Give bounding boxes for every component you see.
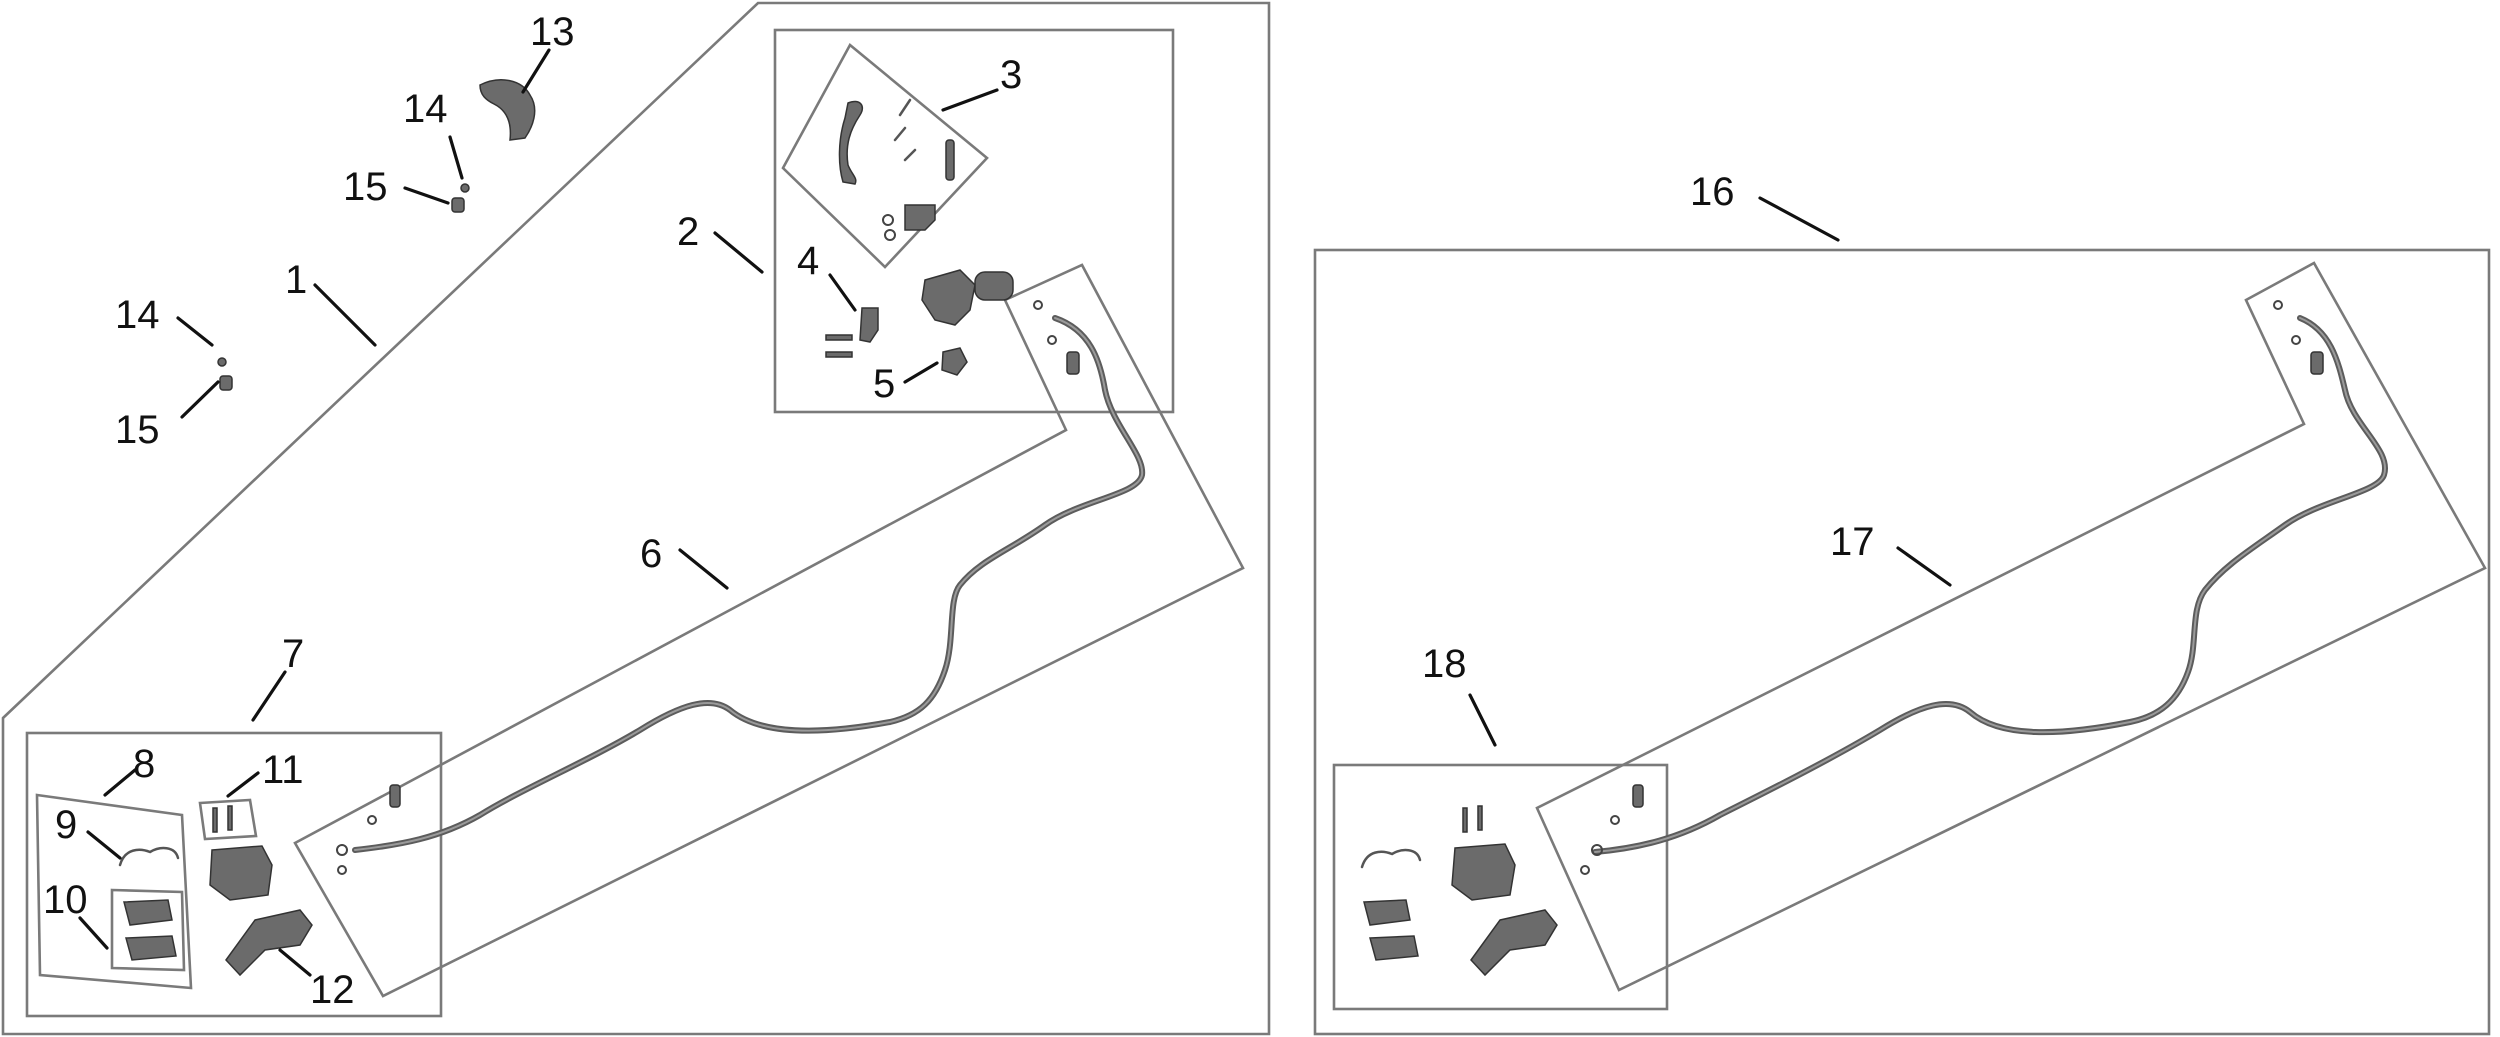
frame-caliper-18: [1332, 763, 1669, 1011]
brake-hoses: [352, 315, 2389, 855]
callout-15a: 15: [343, 165, 388, 209]
callout-6: 6: [640, 532, 662, 576]
part-14-ring-icon: [460, 183, 470, 193]
leader-11: [226, 771, 260, 798]
leader-4: [828, 273, 857, 312]
callout-14a: 14: [403, 87, 448, 131]
frame-assembly-1: [1, 1, 1271, 1036]
frame-master-cylinder-2: [773, 28, 1175, 414]
leader-lines: [78, 48, 1952, 977]
leader-2: [713, 231, 764, 274]
part-10-pad-icon: [123, 899, 173, 926]
frame-lever-kit-3: [781, 42, 989, 269]
leader-1: [313, 283, 377, 347]
leader-15b: [180, 380, 220, 419]
callout-14b: 14: [115, 293, 160, 337]
callout-13: 13: [530, 10, 575, 54]
part-15-screw-icon: [451, 197, 465, 213]
callout-1: 1: [285, 258, 307, 302]
leader-5: [903, 361, 939, 384]
leader-10: [78, 916, 109, 950]
leader-9: [86, 830, 122, 860]
part-caliper-body-icon: [209, 845, 273, 901]
leader-16: [1758, 196, 1840, 242]
frame-caliper-7: [25, 731, 443, 1018]
part-12-bracket-icon: [225, 909, 313, 977]
callout-9: 9: [55, 803, 77, 847]
leader-18: [1468, 693, 1497, 747]
leader-15a: [403, 186, 450, 205]
callout-8: 8: [133, 742, 155, 786]
leader-6: [678, 548, 729, 590]
part-2-reservoir-cap-icon: [974, 271, 1014, 301]
brake-hose-left: [352, 315, 1146, 853]
part-3-clamp-icon: [904, 204, 936, 231]
leader-14b: [176, 316, 214, 347]
callout-7: 7: [282, 632, 304, 676]
frame-hose-17: [1535, 261, 2487, 992]
leader-13: [521, 48, 551, 94]
parts: [118, 79, 2324, 977]
part-10-pad-b-icon: [125, 935, 177, 961]
frame-hose-6: [293, 263, 1245, 998]
callout-3: 3: [1000, 53, 1022, 97]
part-14b-ring-icon: [217, 357, 227, 367]
part-9-spring-clip-icon: [118, 846, 180, 867]
callout-11: 11: [262, 748, 304, 792]
callout-2: 2: [677, 210, 699, 254]
callout-17: 17: [1830, 520, 1875, 564]
part-5-boot-icon: [941, 347, 968, 376]
leader-17: [1896, 546, 1952, 587]
leader-14a: [448, 135, 464, 180]
brake-hose-right: [1592, 315, 2389, 855]
callout-5: 5: [873, 362, 895, 406]
part-13-bracket-icon: [479, 79, 536, 141]
part-3-lever-icon: [838, 100, 864, 185]
part-11-pin-b-icon: [227, 805, 233, 831]
leader-3: [941, 88, 999, 112]
part-2-master-cylinder-icon: [921, 269, 976, 326]
frame-pads-10: [110, 888, 186, 972]
callout-12: 12: [310, 968, 355, 1012]
part-4-switch-icon: [859, 307, 879, 343]
frame-pad-kit-8: [35, 793, 193, 990]
callout-18: 18: [1422, 642, 1467, 686]
callout-10: 10: [43, 878, 88, 922]
frame-assembly-16: [1313, 248, 2491, 1036]
callout-16: 16: [1690, 170, 1735, 214]
part-3-bolt-icon: [945, 139, 955, 181]
leader-12: [278, 948, 312, 977]
leader-8: [103, 768, 137, 797]
callout-numbers: 1 2 3 4 5 6 7 8 9 10 11 12 13 14 15 14 1…: [43, 10, 1875, 1012]
part-15b-screw-icon: [219, 375, 233, 391]
callout-4: 4: [797, 239, 819, 283]
callout-15b: 15: [115, 408, 160, 452]
part-11-pin-icon: [212, 807, 218, 833]
frame-pins-11: [198, 798, 258, 841]
leader-7: [251, 670, 287, 722]
